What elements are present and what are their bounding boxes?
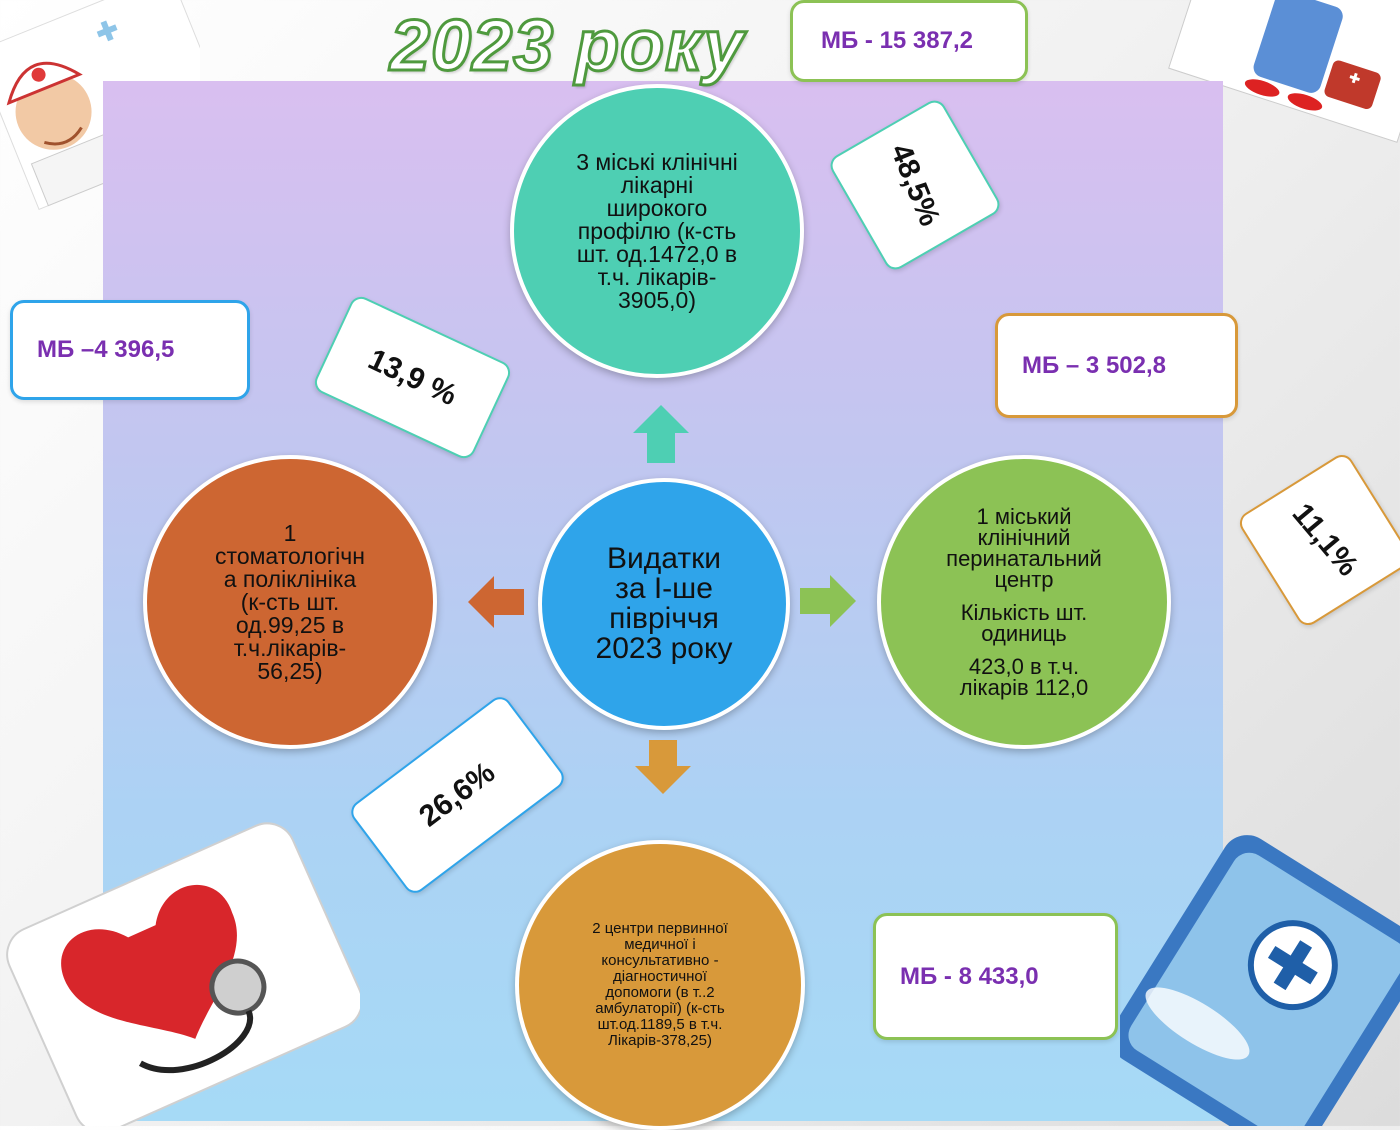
circle-text-line: амбулаторії) (к-сть — [595, 1000, 725, 1017]
circle-text-line: 2023 року — [595, 632, 733, 665]
circle-text-line: 1 — [283, 519, 297, 546]
circle-text-line: консультативно - — [601, 952, 719, 969]
circle-text-line: 1 міський — [976, 504, 1072, 529]
circle-text-line: центр — [994, 567, 1054, 592]
circle-text-line: Лікарів-378,25) — [608, 1032, 712, 1049]
arrow-left-icon — [468, 576, 524, 628]
circle-text-line: од.99,25 в — [235, 611, 345, 638]
circle-text-line: одиниць — [981, 621, 1067, 646]
circle-text-line: лікарів 112,0 — [959, 675, 1089, 700]
circle-text-line: т.ч.лікарів- — [233, 634, 347, 661]
circle-text-line: лікарні — [620, 171, 694, 198]
circle-primary-care-centers: 2 центри первинної медичної і консультат… — [515, 840, 805, 1130]
budget-box-hospitals: МБ - 15 387,2 — [790, 0, 1028, 82]
percent-label: 26,6% — [413, 755, 502, 834]
circle-text-line: профілю (к-сть — [577, 217, 737, 244]
circle-text-line: 3905,0) — [617, 286, 696, 313]
circle-text-line: Видатки — [607, 542, 721, 575]
percent-label: 13,9 % — [363, 342, 463, 412]
circle-text-line: за І-ше — [615, 572, 713, 605]
circle-text-line: діагностичної — [613, 968, 707, 985]
arrow-up-icon — [633, 405, 689, 463]
circle-text-line: півріччя — [609, 602, 719, 635]
circle-text-line: допомоги (в т..2 — [605, 984, 715, 1001]
circle-text-line: Кількість шт. — [960, 600, 1088, 625]
circle-text-line: 2 центри первинної — [592, 920, 728, 937]
percent-tag-perinatal: 11,1% — [1235, 450, 1400, 630]
percent-label: 11,1% — [1285, 497, 1365, 583]
doctor-with-bag-illustration-icon — [1168, 0, 1400, 143]
circle-text-line: стоматологічн — [215, 542, 365, 569]
circle-city-clinical-hospitals: 3 міські клінічні лікарні широкого профі… — [510, 84, 804, 378]
circle-text-line: 56,25) — [257, 657, 323, 684]
budget-box-dental: МБ –4 396,5 — [10, 300, 250, 400]
circle-text-line: шт. од.1472,0 в — [576, 240, 738, 267]
circle-center-expenses: Видатки за І-ше півріччя 2023 року — [538, 478, 790, 730]
circle-text-line: 3 міські клінічні — [576, 148, 738, 175]
circle-text-line: 423,0 в т.ч. — [968, 654, 1080, 679]
circle-text-line: (к-сть шт. — [240, 588, 340, 615]
circle-text-line: широкого — [606, 194, 708, 221]
medical-cross-hand-icon — [1120, 835, 1400, 1126]
percent-label: 48,5% — [884, 139, 947, 231]
budget-box-perinatal: МБ – 3 502,8 — [995, 313, 1238, 418]
circle-text-line: медичної і — [624, 936, 696, 953]
circle-text-line: т.ч. лікарів- — [597, 263, 717, 290]
arrow-right-icon — [800, 575, 856, 627]
circle-text-line: а поліклініка — [223, 565, 357, 592]
budget-box-primary-care: МБ - 8 433,0 — [873, 913, 1118, 1040]
circle-text-line: перинатальний — [946, 546, 1102, 571]
circle-dental-clinic: 1 стоматологічн а поліклініка (к-сть шт.… — [143, 455, 437, 749]
circle-text-line: шт.од.1189,5 в т.ч. — [597, 1016, 723, 1033]
circle-perinatal-center: 1 міський клінічний перинатальний центр … — [877, 455, 1171, 749]
page-title: 2023 року — [389, 5, 746, 88]
arrow-down-icon — [635, 740, 691, 794]
heart-stethoscope-icon — [6, 822, 360, 1126]
circle-text-line: клінічний — [977, 525, 1071, 550]
